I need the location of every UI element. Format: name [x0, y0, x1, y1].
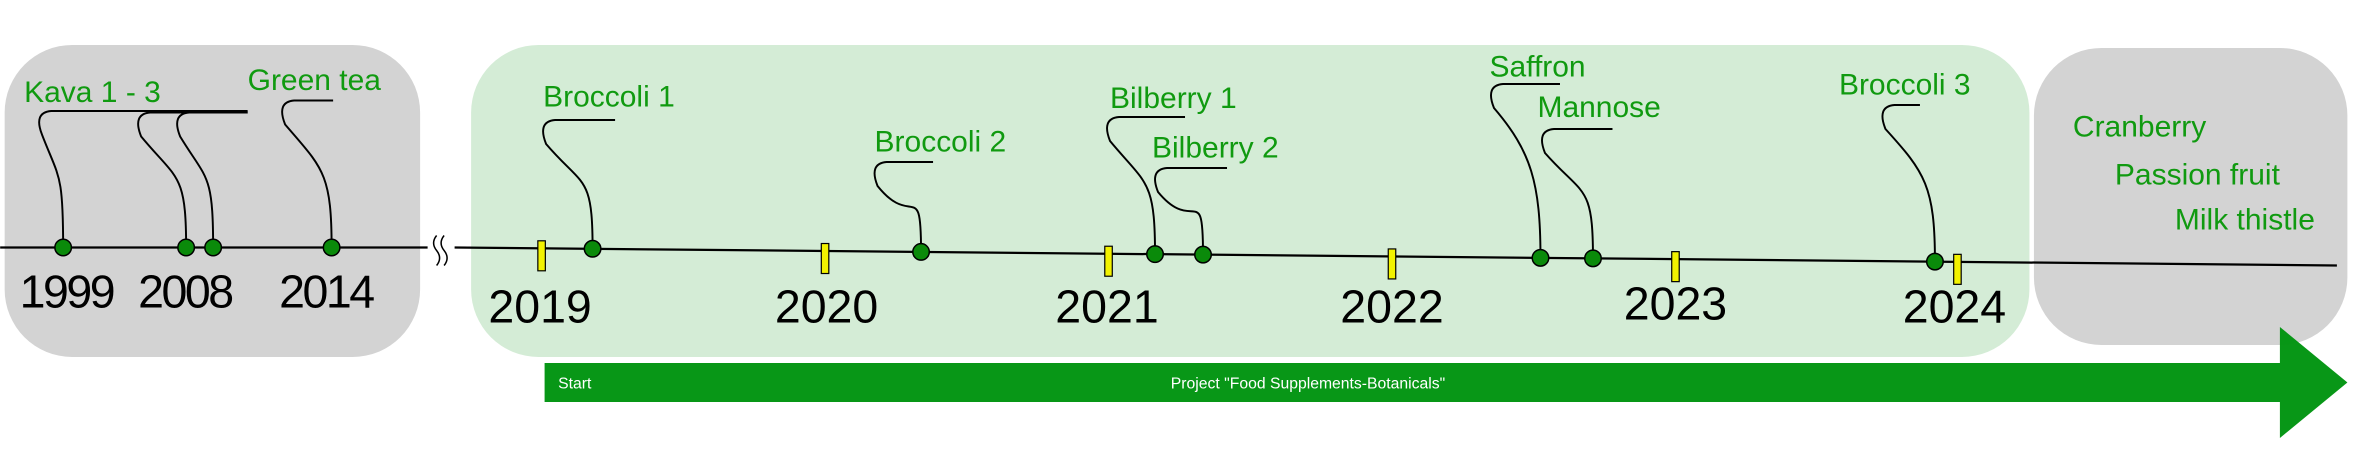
event-dot-saffron [1531, 248, 1550, 267]
leader-line-broccoli-3 [1881, 104, 1936, 262]
event-label-broccoli-3: Broccoli 3 [1839, 68, 1971, 101]
year-label-2008: 2008 [138, 265, 234, 317]
year-label-2024: 2024 [1903, 280, 2006, 332]
event-dot-green-tea [322, 238, 341, 257]
leader-line-kava-2 [137, 111, 248, 248]
project-period-box [471, 44, 2030, 357]
event-label-green-tea: Green tea [248, 64, 382, 97]
event-label-mannose: Mannose [1537, 91, 1660, 124]
year-label-2023: 2023 [1624, 277, 1727, 329]
year-label-2019: 2019 [488, 280, 591, 332]
leader-line-bilberry-2 [1154, 167, 1228, 255]
arrow-start-label: Start [558, 375, 592, 392]
year-label-2014: 2014 [279, 265, 375, 317]
event-dot-broccoli-1 [583, 239, 602, 258]
axis-break-icon [432, 235, 448, 266]
year-tick-2024 [1953, 253, 1962, 285]
leader-line-green-tea [281, 99, 334, 248]
leader-line-broccoli-1 [542, 119, 616, 249]
leader-line-bilberry-1 [1106, 116, 1186, 255]
event-label-saffron: Saffron [1489, 50, 1585, 83]
event-label-broccoli-1: Broccoli 1 [543, 80, 675, 113]
leader-line-saffron [1490, 83, 1560, 258]
event-dot-broccoli-3 [1925, 252, 1944, 271]
leader-line-kava-1 [38, 110, 248, 248]
year-label-1999: 1999 [20, 265, 116, 317]
event-dot-broccoli-2 [912, 242, 931, 261]
future-label-cranberry: Cranberry [2073, 110, 2206, 143]
future-label-milk-thistle: Milk thistle [2175, 203, 2315, 236]
event-dot-bilberry-2 [1194, 245, 1213, 264]
event-dot-mannose [1583, 249, 1602, 268]
event-label-bilberry-2: Bilberry 2 [1152, 131, 1279, 164]
event-label-broccoli-2: Broccoli 2 [875, 125, 1007, 158]
year-tick-2019 [537, 240, 546, 272]
future-label-passion-fruit: Passion fruit [2115, 158, 2281, 191]
year-tick-2022 [1387, 248, 1397, 280]
event-label-bilberry-1: Bilberry 1 [1110, 82, 1237, 115]
future-period-box [2033, 47, 2348, 345]
year-label-2022: 2022 [1340, 280, 1443, 332]
past-period-box [4, 44, 421, 357]
event-dot-kava-2 [177, 238, 196, 257]
arrow-project-label: Project "Food Supplements-Botanicals" [1171, 375, 1445, 392]
event-dot-kava-1 [54, 238, 73, 257]
project-arrow: Start Project "Food Supplements-Botanica… [544, 326, 2348, 438]
year-label-2020: 2020 [775, 280, 878, 332]
year-tick-2021 [1104, 245, 1113, 277]
year-label-2021: 2021 [1055, 280, 1158, 332]
leader-line-kava-3 [176, 111, 248, 248]
event-dot-kava-3 [204, 238, 223, 257]
year-tick-2020 [820, 242, 830, 275]
leader-line-broccoli-2 [873, 161, 934, 252]
leader-line-mannose [1541, 128, 1613, 259]
event-dot-bilberry-1 [1146, 245, 1165, 264]
event-label-kava: Kava 1 - 3 [24, 76, 161, 109]
year-tick-2023 [1671, 251, 1680, 283]
